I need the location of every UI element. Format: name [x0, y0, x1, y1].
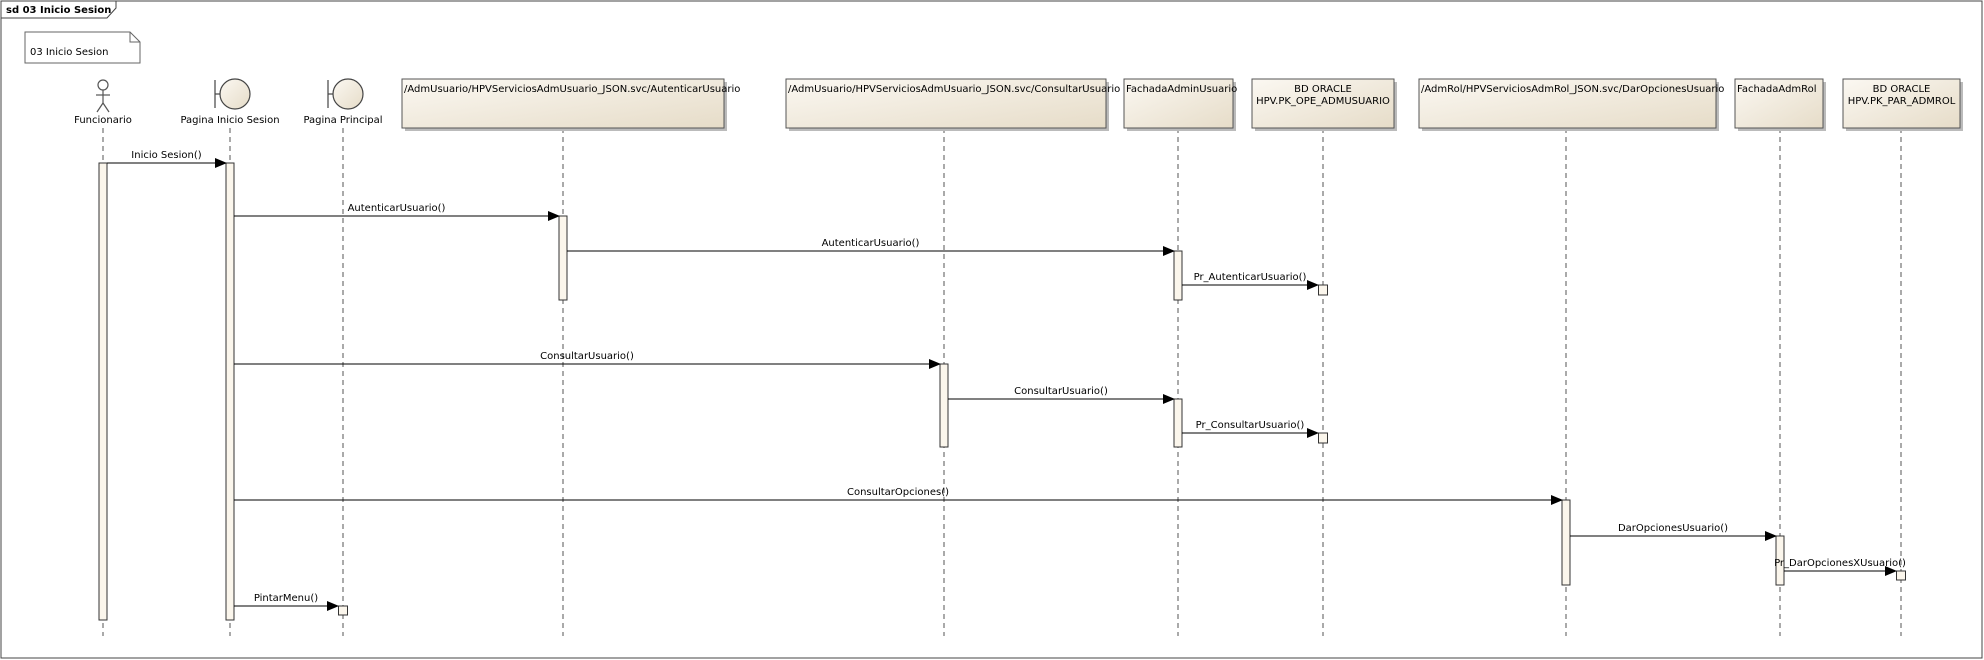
lifeline-box: [785, 78, 1107, 129]
frame-title: sd 03 Inicio Sesion: [6, 5, 111, 16]
lifeline-pagina-principal: Pagina Principal: [303, 78, 383, 126]
boundary-circle: [332, 78, 364, 110]
boundary-circle: [219, 78, 251, 110]
lifeline-label: /AdmRol/HPVServiciosAdmRol_JSON.svc/DarO…: [1421, 84, 1724, 95]
message-4: Pr_AutenticarUsuario(): [1182, 272, 1319, 290]
lifeline-box: [1734, 78, 1824, 129]
lifeline-fachada-admrol: FachadaAdmRol: [1734, 78, 1826, 131]
lifeline-svc-opciones: /AdmRol/HPVServiciosAdmRol_JSON.svc/DarO…: [1418, 78, 1724, 131]
message-label: PintarMenu(): [254, 593, 318, 604]
execution-marker: [1896, 570, 1906, 581]
boundary-icon: [327, 78, 364, 110]
actor-head: [97, 79, 109, 91]
message-label: ConsultarUsuario(): [540, 351, 634, 362]
activation-bar: [1775, 535, 1785, 586]
lifeline-label: Pagina Principal: [303, 115, 382, 126]
lifeline-pagina-inicio: Pagina Inicio Sesion: [180, 78, 280, 126]
lifeline-label: FachadaAdmRol: [1737, 84, 1817, 95]
activations: [98, 162, 1906, 621]
message-label: Pr_ConsultarUsuario(): [1196, 420, 1305, 431]
lifeline-fachada-admin: FachadaAdminUsuario: [1123, 78, 1237, 131]
message-9: DarOpcionesUsuario(): [1570, 523, 1777, 541]
note-fold: [129, 32, 140, 43]
activation-bar: [1173, 398, 1183, 448]
lifeline-headers: Funcionario Pagina Inicio Sesion Pagina Pr…: [74, 78, 1963, 131]
lifeline-funcionario: Funcionario: [74, 79, 132, 126]
message-label: AutenticarUsuario(): [348, 203, 446, 214]
lifeline-label-line: BD ORACLE: [1294, 84, 1352, 95]
message-6: ConsultarUsuario(): [948, 386, 1175, 404]
messages: Inicio Sesion() AutenticarUsuario() Autent…: [107, 150, 1906, 611]
execution-marker: [1318, 432, 1328, 444]
message-7: Pr_ConsultarUsuario(): [1182, 420, 1319, 438]
lifeline-label: FachadaAdminUsuario: [1126, 84, 1237, 95]
message-label: ConsultarUsuario(): [1014, 386, 1108, 397]
lifeline-label-line: BD ORACLE: [1873, 84, 1931, 95]
note: 03 Inicio Sesion: [24, 31, 141, 64]
activation-bar: [558, 215, 568, 301]
execution-marker: [1318, 284, 1328, 296]
activation-bar: [1173, 250, 1183, 301]
execution-marker: [338, 605, 348, 616]
activation-bar: [225, 162, 235, 621]
lifeline-label: /AdmUsuario/HPVServiciosAdmUsuario_JSON.…: [788, 84, 1120, 95]
message-3: AutenticarUsuario(): [567, 238, 1175, 256]
activation-bar: [939, 363, 949, 448]
lifeline-box: [401, 78, 725, 129]
lifeline-label: /AdmUsuario/HPVServiciosAdmUsuario_JSON.…: [404, 84, 740, 95]
lifeline-svc-consultar: /AdmUsuario/HPVServiciosAdmUsuario_JSON.…: [785, 78, 1120, 131]
lifeline-box: [1842, 78, 1961, 129]
message-8: ConsultarOpciones(): [234, 487, 1563, 505]
lifeline-label: Pagina Inicio Sesion: [180, 115, 279, 126]
message-2: AutenticarUsuario(): [234, 203, 560, 221]
frame-title-tab: [0, 0, 117, 19]
lifeline-box: [1123, 78, 1234, 129]
message-label: Inicio Sesion(): [131, 150, 201, 161]
activation-bar: [98, 162, 108, 621]
note-shape: [24, 31, 141, 64]
message-11: PintarMenu(): [234, 593, 339, 611]
lifeline-svc-autenticar: /AdmUsuario/HPVServiciosAdmUsuario_JSON.…: [401, 78, 740, 131]
message-label: Pr_AutenticarUsuario(): [1194, 272, 1307, 283]
message-label: Pr_DarOpcionesXUsuario(): [1774, 558, 1906, 569]
actor-icon: [96, 79, 110, 113]
message-10: Pr_DarOpcionesXUsuario(): [1774, 558, 1906, 576]
lifeline-label-line: HPV.PK_PAR_ADMROL: [1848, 96, 1956, 107]
message-5: ConsultarUsuario(): [234, 351, 941, 369]
message-label: AutenticarUsuario(): [822, 238, 920, 249]
message-1: Inicio Sesion(): [107, 150, 227, 168]
lifeline-box: [1418, 78, 1717, 129]
lifeline-label-line: HPV.PK_OPE_ADMUSUARIO: [1256, 96, 1390, 107]
lifeline-box: [1251, 78, 1395, 129]
note-text: 03 Inicio Sesion: [30, 47, 109, 58]
actor-leg-right: [102, 102, 110, 113]
lifeline-label: Funcionario: [74, 115, 132, 126]
message-label: DarOpcionesUsuario(): [1618, 523, 1728, 534]
boundary-icon: [214, 78, 251, 110]
message-label: ConsultarOpciones(): [847, 487, 949, 498]
actor-leg-left: [96, 102, 104, 113]
activation-bar: [1561, 499, 1571, 586]
